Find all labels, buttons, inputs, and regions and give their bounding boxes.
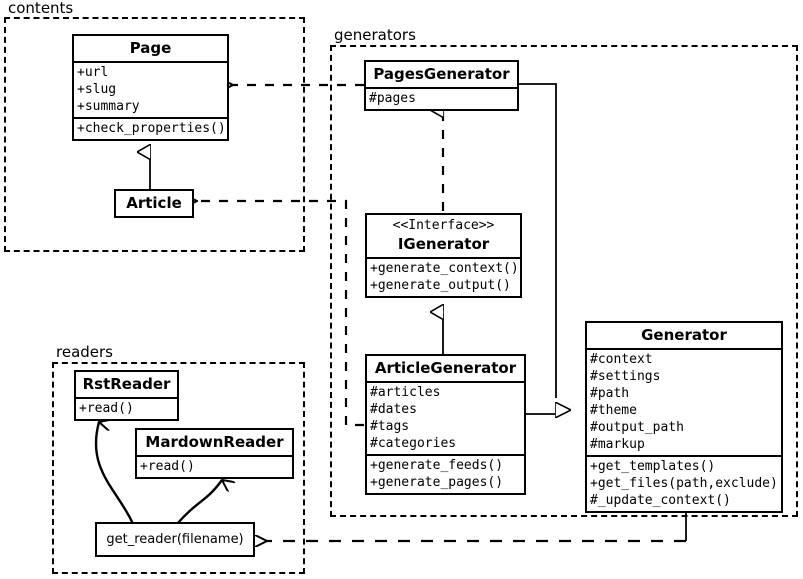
class-generator-attr: #markup [590, 437, 645, 452]
class-generator[interactable]: Generator #context #settings #path #them… [585, 321, 783, 513]
class-pages-generator-title: PagesGenerator [366, 62, 517, 89]
class-generator-attr: #settings [590, 369, 661, 384]
function-get-reader[interactable]: get_reader(filename) [95, 522, 255, 557]
function-get-reader-label: get_reader(filename) [106, 532, 244, 547]
class-generator-attr: #context [590, 352, 653, 367]
class-mardown-reader-method: +read() [140, 459, 195, 474]
package-readers [52, 362, 305, 574]
class-igenerator-stereotype: <<Interface>> [392, 218, 495, 233]
class-generator-title: Generator [587, 323, 781, 350]
class-page-title: Page [74, 36, 227, 63]
package-generators [330, 45, 798, 517]
package-generators-label: generators [332, 26, 418, 44]
class-page[interactable]: Page +url +slug +summary +check_properti… [72, 34, 229, 141]
class-igenerator-header: <<Interface>> IGenerator [367, 215, 520, 259]
class-generator-attributes: #context #settings #path #theme #output_… [587, 350, 781, 457]
class-generator-attr: #theme [590, 403, 637, 418]
class-page-attributes: +url +slug +summary [74, 63, 227, 119]
class-article-title: Article [126, 194, 182, 212]
class-article-generator-attr: #dates [370, 402, 417, 417]
class-article-generator-method: +generate_pages() [370, 475, 504, 490]
class-page-attr: +url [77, 65, 109, 80]
class-generator-method: +get_files(path,exclude) [590, 476, 778, 491]
class-mardown-reader-title: MardownReader [137, 430, 292, 457]
class-rst-reader-methods: +read() [76, 399, 177, 419]
class-mardown-reader[interactable]: MardownReader +read() [135, 428, 294, 479]
class-generator-method: #_update_context() [590, 493, 731, 508]
class-igenerator[interactable]: <<Interface>> IGenerator +generate_conte… [365, 213, 522, 298]
class-article-generator-title: ArticleGenerator [367, 356, 524, 383]
class-igenerator-title: IGenerator [397, 235, 490, 253]
class-generator-attr: #output_path [590, 420, 684, 435]
class-rst-reader-title: RstReader [76, 372, 177, 399]
class-generator-methods: +get_templates() +get_files(path,exclude… [587, 457, 781, 511]
class-igenerator-method: +generate_output() [370, 278, 511, 293]
class-article-generator-methods: +generate_feeds() +generate_pages() [367, 456, 524, 493]
class-pages-generator-attr: #pages [369, 91, 416, 106]
package-readers-label: readers [54, 343, 115, 361]
class-pages-generator-attributes: #pages [366, 89, 517, 109]
class-igenerator-methods: +generate_context() +generate_output() [367, 259, 520, 296]
class-article-generator-method: +generate_feeds() [370, 458, 504, 473]
class-page-method: +check_properties() [77, 121, 226, 136]
class-page-methods: +check_properties() [74, 119, 227, 139]
class-article-generator[interactable]: ArticleGenerator #articles #dates #tags … [365, 354, 526, 495]
class-mardown-reader-methods: +read() [137, 457, 292, 477]
class-article-generator-attributes: #articles #dates #tags #categories [367, 383, 524, 456]
package-contents-label: contents [6, 0, 76, 17]
class-generator-method: +get_templates() [590, 459, 716, 474]
class-generator-attr: #path [590, 386, 630, 401]
class-rst-reader-method: +read() [79, 401, 134, 416]
class-article-generator-attr: #tags [370, 419, 410, 434]
class-article-generator-attr: #articles [370, 385, 441, 400]
class-pages-generator[interactable]: PagesGenerator #pages [364, 60, 519, 111]
class-rst-reader[interactable]: RstReader +read() [74, 370, 179, 421]
class-igenerator-method: +generate_context() [370, 261, 519, 276]
class-page-attr: +summary [77, 99, 140, 114]
package-contents [4, 17, 305, 252]
class-page-attr: +slug [77, 82, 117, 97]
class-article-generator-attr: #categories [370, 436, 457, 451]
class-article[interactable]: Article [114, 189, 194, 218]
